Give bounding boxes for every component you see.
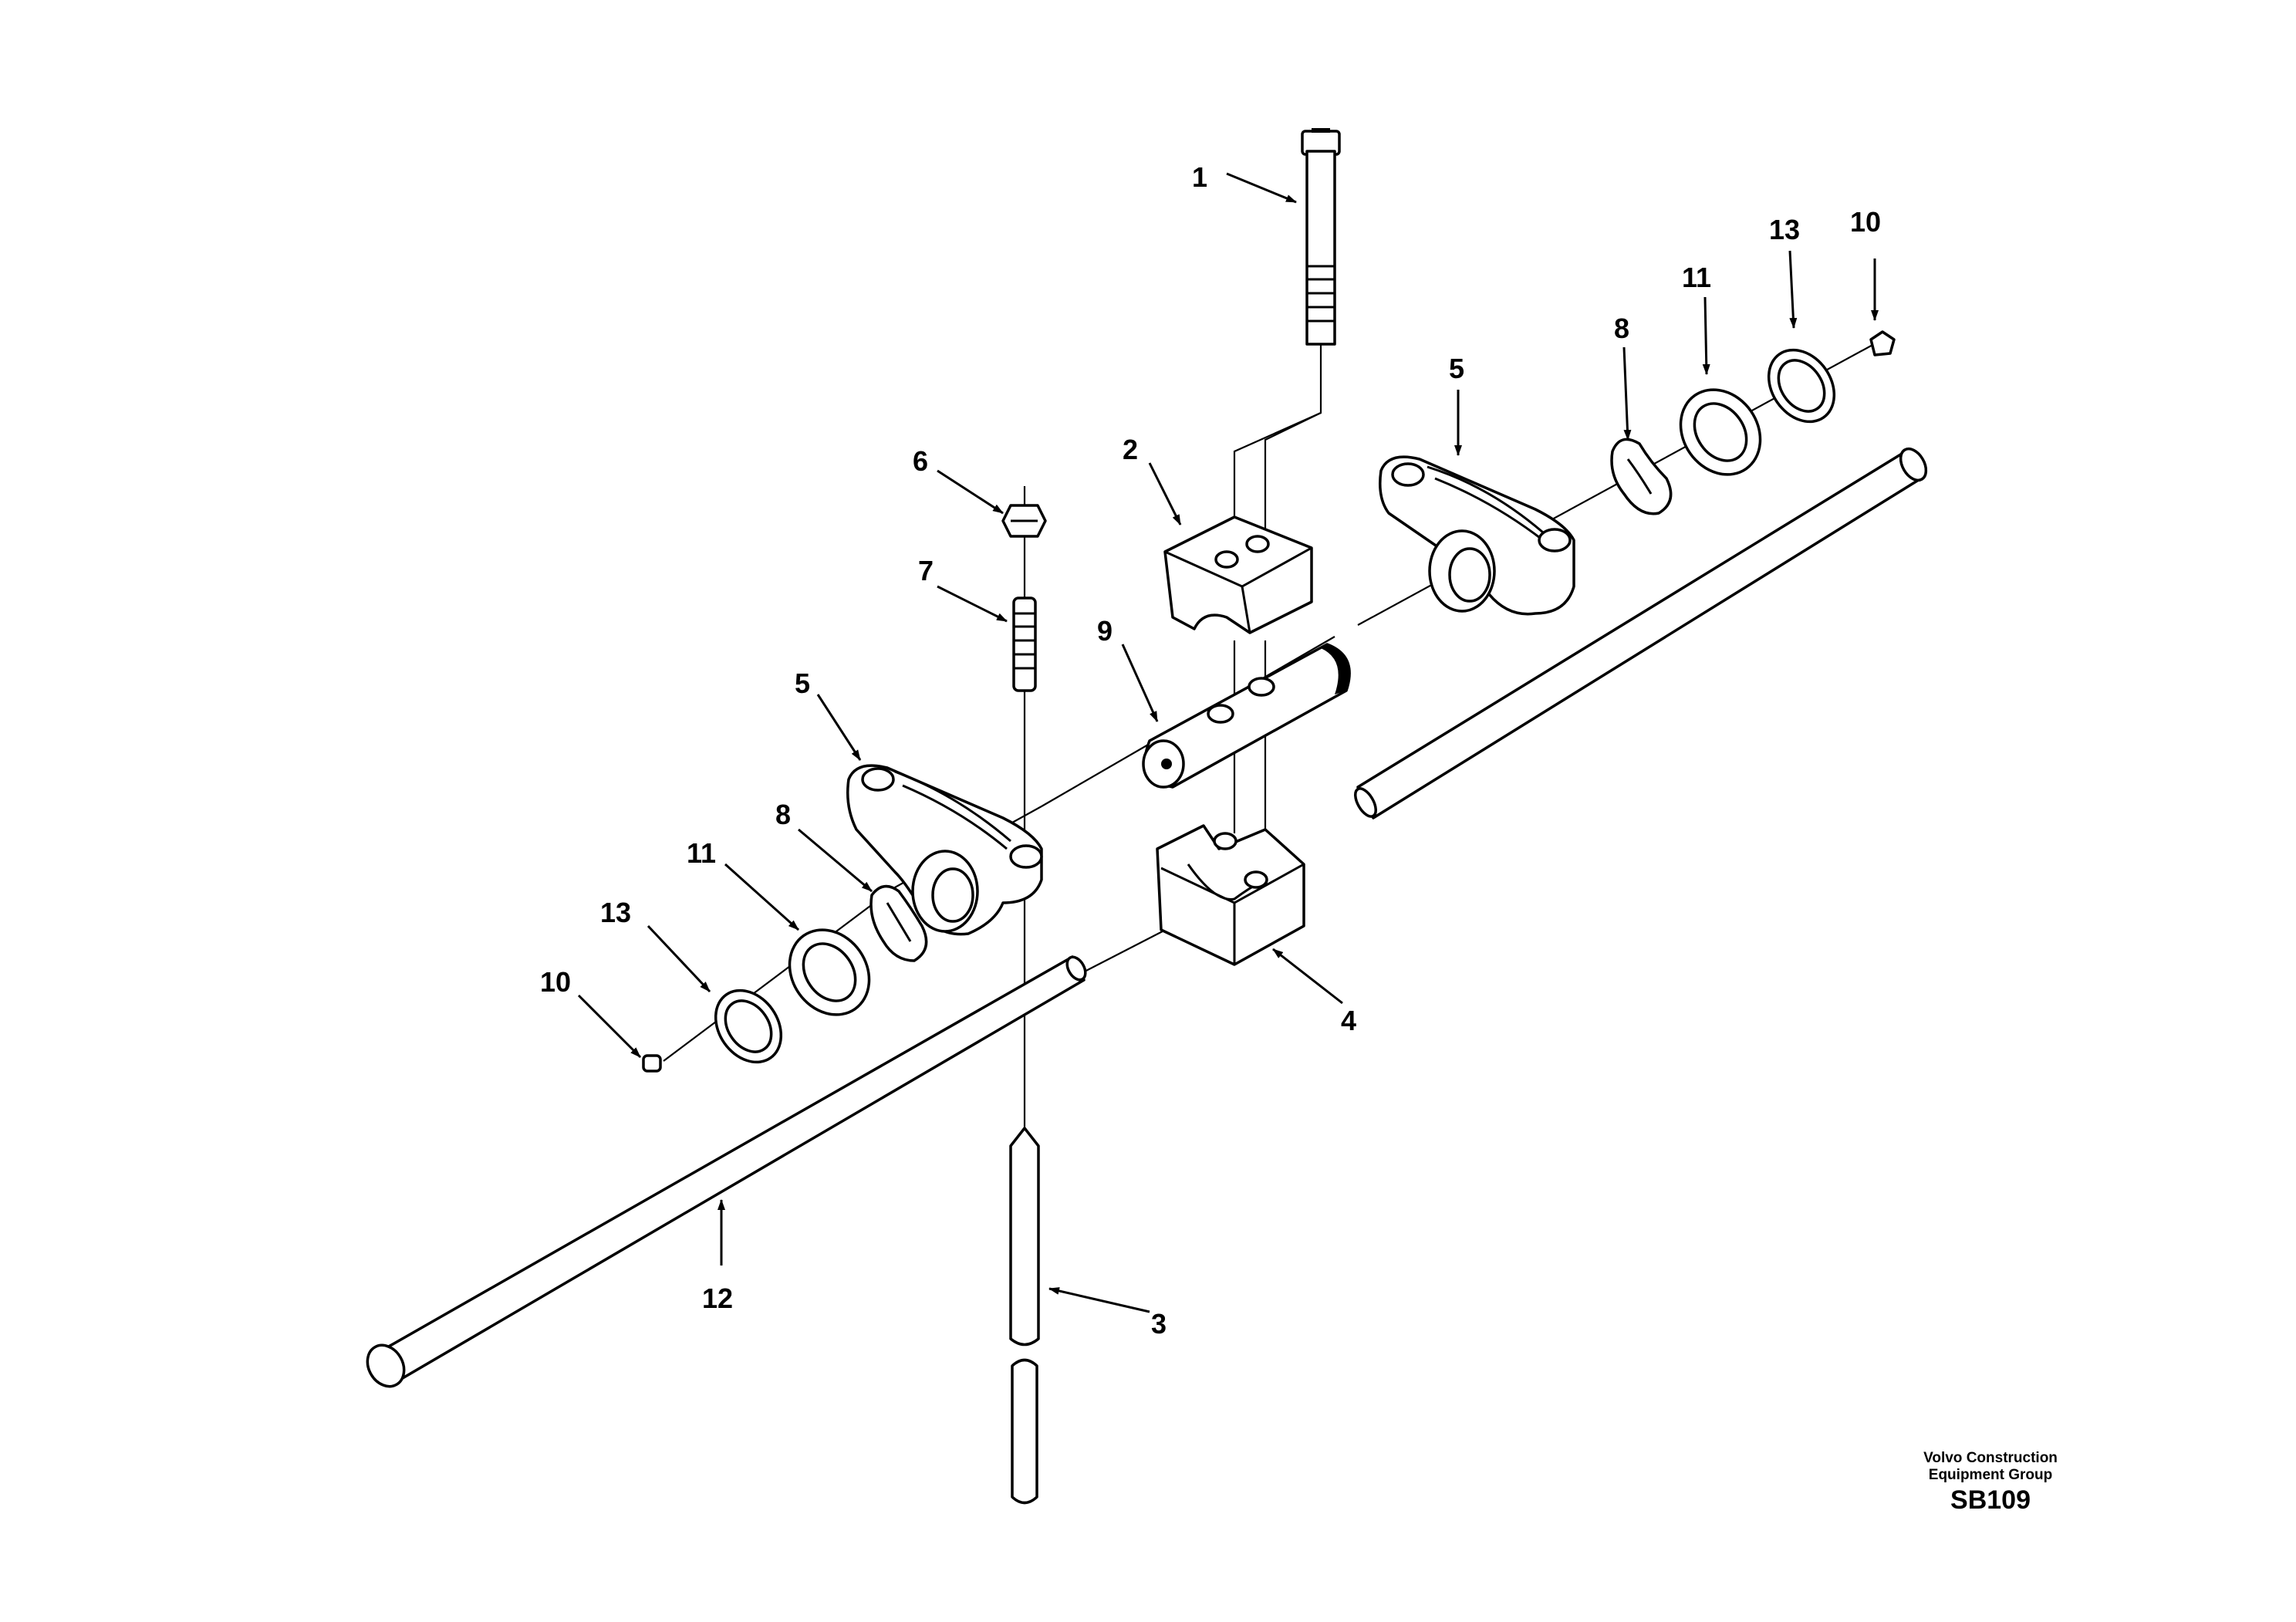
part-bolt: [1301, 128, 1341, 346]
part-washer-flat-left: [788, 928, 871, 1016]
leader-lines: [577, 172, 1879, 1313]
callout-4: 4: [1341, 1005, 1356, 1036]
diagram-code: SB109: [1950, 1485, 2031, 1515]
part-rocker-arm-right: [1379, 455, 1575, 616]
callout-5-left: 5: [795, 667, 810, 699]
callout-5-right: 5: [1449, 353, 1464, 384]
part-rocker-arm-left: [846, 764, 1043, 936]
part-adjusting-screw: [1012, 596, 1037, 692]
part-rocker-shaft-left: [366, 955, 1087, 1388]
callout-8-left: 8: [775, 799, 791, 830]
part-plug-left: [642, 1054, 662, 1073]
part-rocker-shaft-right: [1354, 447, 1928, 819]
part-bracket-lower: [1156, 824, 1305, 966]
part-nut: [1001, 504, 1047, 538]
part-circlip-right: [1767, 348, 1836, 424]
part-washer-spring-left: [869, 884, 928, 962]
callout-7: 7: [918, 555, 934, 586]
callout-labels: 1 2 3 4 5 5 6 7 8 8 9 10 10 11 11 12 13 …: [540, 161, 1881, 1340]
part-shaft-bushing: [1142, 643, 1351, 789]
callout-11-left: 11: [687, 837, 716, 869]
callout-8-right: 8: [1614, 313, 1629, 344]
callout-1: 1: [1192, 161, 1207, 193]
callout-13-right: 13: [1769, 214, 1800, 245]
callout-9: 9: [1097, 615, 1113, 647]
callout-3: 3: [1151, 1308, 1167, 1340]
callout-6: 6: [913, 445, 928, 477]
part-plug-right: [1869, 330, 1896, 357]
part-washer-flat-right: [1679, 388, 1762, 476]
part-bracket-upper: [1163, 515, 1313, 634]
callout-10-right: 10: [1850, 206, 1881, 238]
publisher-mark: Volvo Construction Equipment Group SB109: [1923, 1450, 2058, 1515]
part-pushrod: [1009, 1127, 1040, 1505]
callout-12: 12: [702, 1282, 733, 1314]
callout-10-left: 10: [540, 966, 571, 998]
part-circlip-left: [714, 988, 783, 1064]
part-washer-spring-right: [1610, 438, 1673, 515]
company-name-line1: Volvo Construction: [1923, 1450, 2058, 1466]
callout-11-right: 11: [1682, 262, 1711, 293]
callout-13-left: 13: [600, 897, 631, 928]
callout-2: 2: [1123, 434, 1138, 465]
company-name-line2: Equipment Group: [1929, 1467, 2052, 1483]
